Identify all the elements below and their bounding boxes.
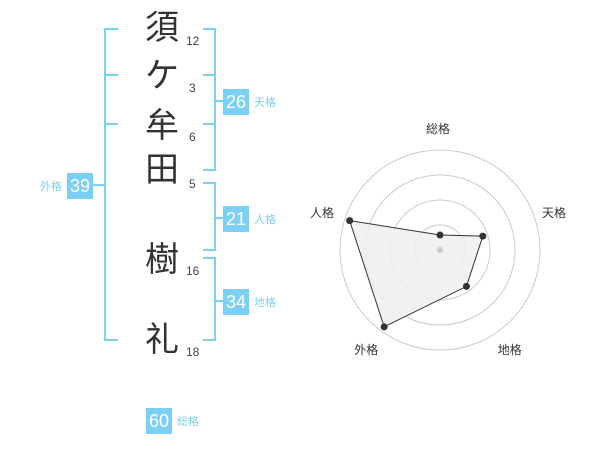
stroke-count-2: 3	[189, 81, 196, 95]
chikaku-badge: 34 地格	[223, 289, 276, 315]
chikaku-value: 34	[223, 289, 250, 315]
soukaku-label: 総格	[177, 415, 200, 428]
radar-center	[437, 247, 443, 253]
radar-axis-label-3: 地格	[497, 342, 522, 357]
radar-axis-label-2: 天格	[542, 206, 567, 221]
jinkaku-label: 人格	[254, 213, 277, 226]
stroke-count-1: 12	[186, 34, 200, 48]
name-char-6: 礼	[145, 320, 179, 360]
radar-point-1	[436, 231, 444, 239]
soukaku-value: 60	[146, 408, 173, 434]
radar-point-3	[462, 282, 470, 290]
jinkaku-badge: 21 人格	[223, 206, 276, 232]
stroke-count-6: 18	[186, 345, 200, 359]
name-char-2: ケ	[145, 56, 179, 96]
name-char-1: 須	[145, 8, 179, 48]
tenkaku-badge: 26 天格	[223, 89, 276, 115]
soukaku-badge: 60 総格	[146, 408, 199, 434]
radar-ring	[339, 149, 541, 351]
radar-polygon	[348, 220, 484, 328]
radar-point-4	[380, 323, 388, 331]
stroke-count-5: 16	[186, 264, 200, 278]
jinkaku-value: 21	[223, 206, 250, 232]
radar-point-2	[479, 232, 487, 240]
tenkaku-label: 天格	[254, 96, 277, 109]
gaikaku-value: 39	[67, 173, 94, 199]
chikaku-label: 地格	[254, 296, 277, 309]
radar-point-5	[346, 217, 354, 225]
radar-axis-label-5: 人格	[309, 206, 334, 221]
radar-axis-label-1: 総格	[426, 122, 451, 136]
tenkaku-value: 26	[223, 89, 250, 115]
gaikaku-badge: 外格 39	[40, 173, 94, 199]
gaikaku-label: 外格	[40, 180, 62, 193]
name-char-3: 牟	[145, 106, 179, 146]
stroke-count-4: 5	[189, 177, 196, 191]
radar-axis-label-4: 外格	[354, 342, 379, 357]
stroke-count-3: 6	[189, 130, 196, 144]
name-char-5: 樹	[145, 240, 179, 280]
name-char-4: 田	[145, 150, 179, 190]
